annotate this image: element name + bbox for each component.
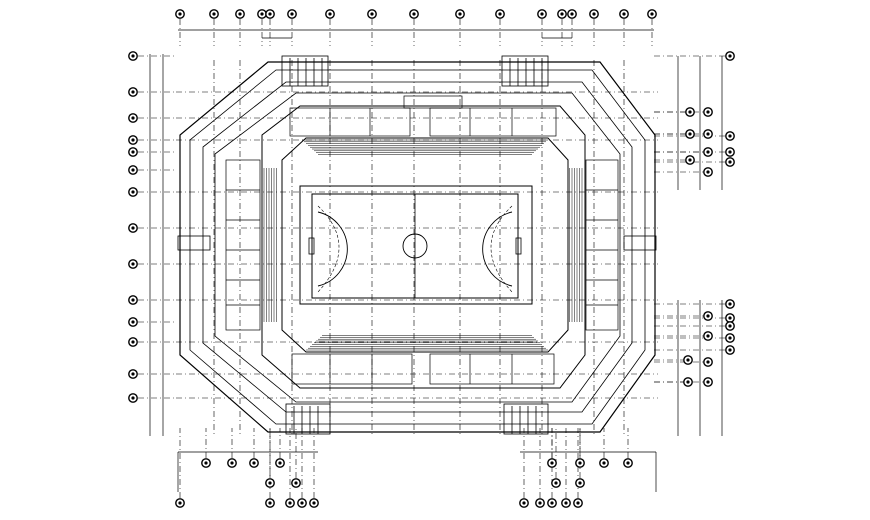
- room-block-right: [585, 159, 619, 331]
- grid-bubble: [455, 9, 465, 19]
- grid-bubble: [725, 131, 735, 141]
- grid-bubble: [128, 259, 138, 269]
- grid-bubble: [309, 498, 319, 508]
- grid-bubble: [535, 498, 545, 508]
- grid-bubble: [367, 9, 377, 19]
- grid-bubble: [703, 167, 713, 177]
- grid-bubble: [537, 9, 547, 19]
- side-entrance-right: [623, 235, 657, 251]
- grid-bubble: [265, 498, 275, 508]
- grid-bubble: [249, 458, 259, 468]
- grid-bubble: [575, 478, 585, 488]
- grid-bubble: [685, 129, 695, 139]
- grid-bubble: [201, 458, 211, 468]
- grid-bubble: [551, 478, 561, 488]
- grid-bubble: [685, 107, 695, 117]
- grid-bubble: [683, 355, 693, 365]
- room-block-bottom: [291, 353, 555, 385]
- grid-bubble: [128, 87, 138, 97]
- grid-bubble: [519, 498, 529, 508]
- grid-bubble: [725, 313, 735, 323]
- grid-bubble: [265, 478, 275, 488]
- grid-bubble: [623, 458, 633, 468]
- side-entrance-left: [177, 235, 211, 251]
- playing-court: [299, 185, 533, 305]
- stair-tower-top-right: [501, 55, 549, 87]
- grid-bubble: [599, 458, 609, 468]
- dimension-lines: [149, 29, 723, 492]
- grid-bubble: [285, 498, 295, 508]
- left-goal-area: [317, 211, 348, 287]
- grid-bubble: [128, 393, 138, 403]
- grid-bubble: [325, 9, 335, 19]
- grid-bubble: [725, 51, 735, 61]
- stair-tower-bottom-left: [285, 403, 331, 435]
- grid-bubbles: [128, 9, 735, 508]
- grid-bubble: [128, 165, 138, 175]
- grid-bubble: [291, 478, 301, 488]
- grid-bubble: [409, 9, 419, 19]
- stair-tower-top-left: [281, 55, 329, 87]
- grid-bubble: [227, 458, 237, 468]
- stair-tower-bottom-right: [503, 403, 549, 435]
- room-block-left: [225, 159, 261, 331]
- grid-bubble: [703, 377, 713, 387]
- grid-bubble: [589, 9, 599, 19]
- grid-bubble: [573, 498, 583, 508]
- grid-bubble: [128, 317, 138, 327]
- grid-bubble: [547, 458, 557, 468]
- room-block-top: [289, 95, 557, 137]
- seating-bowl: [261, 105, 586, 389]
- grid-bubble: [287, 9, 297, 19]
- grid-bubble: [297, 498, 307, 508]
- grid-bubble: [567, 9, 577, 19]
- grid-bubble: [128, 135, 138, 145]
- grid-bubble: [128, 223, 138, 233]
- grid-bubble: [557, 9, 567, 19]
- grid-bubble: [685, 155, 695, 165]
- grid-bubble: [619, 9, 629, 19]
- grid-bubble: [561, 498, 571, 508]
- grid-bubble: [128, 369, 138, 379]
- grid-bubble: [209, 9, 219, 19]
- grid-bubble: [725, 321, 735, 331]
- seat-rows: [263, 139, 583, 351]
- grid-bubble: [725, 345, 735, 355]
- grid-bubble: [703, 129, 713, 139]
- grid-bubble: [128, 51, 138, 61]
- right-goal-area: [482, 211, 513, 287]
- grid-bubble: [725, 157, 735, 167]
- grid-bubble: [175, 9, 185, 19]
- center-circle: [402, 233, 428, 259]
- grid-bubble: [683, 377, 693, 387]
- grid-bubble: [128, 187, 138, 197]
- grid-bubble: [703, 311, 713, 321]
- outer-building-outline: [179, 61, 656, 433]
- grid-bubble: [575, 458, 585, 468]
- grid-bubble: [725, 147, 735, 157]
- grid-bubble: [703, 357, 713, 367]
- grid-bubble: [725, 333, 735, 343]
- grid-bubble: [703, 147, 713, 157]
- grid-bubble: [547, 498, 557, 508]
- grid-bubble: [128, 337, 138, 347]
- grid-bubble: [725, 299, 735, 309]
- grid-bubble: [257, 9, 267, 19]
- grid-bubble: [275, 458, 285, 468]
- grid-bubble: [235, 9, 245, 19]
- grid-bubble: [703, 331, 713, 341]
- grid-bubble: [495, 9, 505, 19]
- grid-bubble: [175, 498, 185, 508]
- grid-bubble: [647, 9, 657, 19]
- grid-bubble: [128, 147, 138, 157]
- grid-bubble: [128, 295, 138, 305]
- grid-bubble: [128, 113, 138, 123]
- grid-bubble: [703, 107, 713, 117]
- grid-bubble: [265, 9, 275, 19]
